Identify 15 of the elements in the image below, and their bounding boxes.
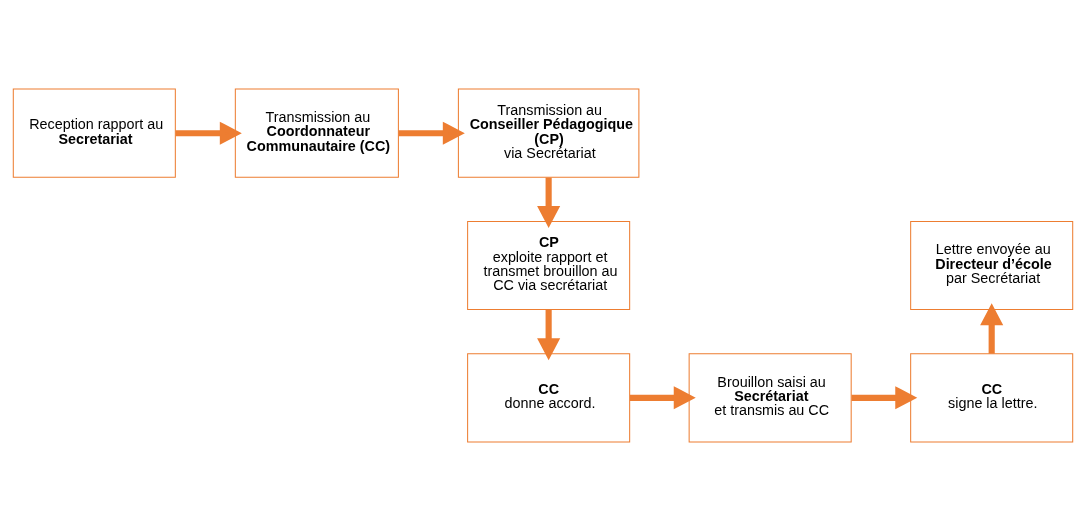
arrow <box>398 121 465 145</box>
node-box: Reception rapport au Secretariat <box>12 88 176 178</box>
node-box: Transmission au Conseiller Pédagogique (CP) via Secrétariat <box>457 88 640 178</box>
arrow <box>980 303 1004 354</box>
node-box: CC donne accord. <box>467 353 631 443</box>
node-box: Transmission au Coordonnateur Communautaire (CC) <box>234 88 399 178</box>
node-box: Lettre envoyée au Directeur d’école par Secrétariat <box>910 220 1074 311</box>
arrow <box>630 386 696 410</box>
arrow <box>537 309 561 361</box>
node-box: CC signe la lettre. <box>910 353 1074 443</box>
arrow <box>175 121 242 145</box>
arrow <box>851 386 918 410</box>
arrow <box>537 177 561 228</box>
node-box: Brouillon saisi au Secrétariat et transmis au CC <box>688 353 852 443</box>
node-box: CP exploite rapport et transmet brouillon au CC via secrétariat <box>467 220 631 311</box>
